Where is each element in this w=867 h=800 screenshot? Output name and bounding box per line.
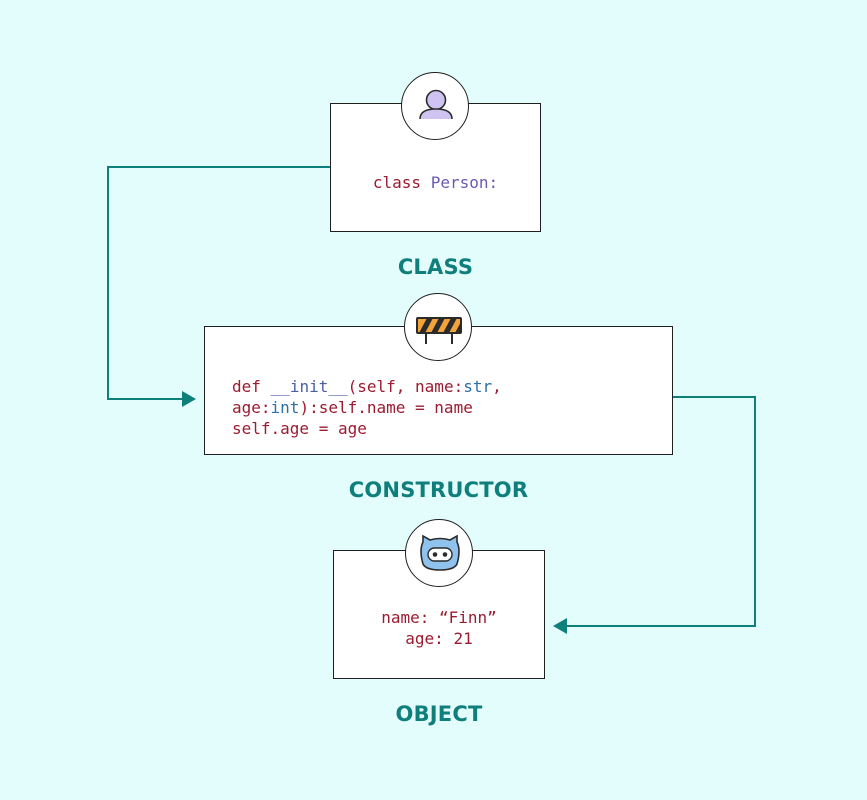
object-name-line: name: “Finn” — [381, 608, 497, 627]
constructor-code: def __init__(self, name:str, age:int):se… — [232, 376, 502, 439]
class-label: CLASS — [397, 255, 474, 279]
class-badge — [401, 72, 469, 140]
class-name: Person: — [430, 173, 499, 192]
class-to-constructor-arrow — [107, 166, 330, 407]
constructor-label: CONSTRUCTOR — [348, 478, 529, 502]
class-code: class Person: — [331, 172, 540, 193]
object-age-line: age: 21 — [405, 629, 473, 648]
constructor-badge — [404, 293, 472, 361]
object-label: OBJECT — [395, 702, 483, 726]
object-badge — [405, 519, 473, 587]
object-code: name: “Finn” age: 21 — [334, 607, 544, 649]
constructor-line-2: age:int):self.name = name — [232, 398, 473, 417]
robot-face-icon — [420, 534, 460, 571]
constructor-line-1: def __init__(self, name:str, — [232, 377, 502, 396]
constructor-line-3: self.age = age — [232, 419, 367, 438]
person-icon — [419, 89, 453, 120]
class-keyword: class — [372, 173, 422, 192]
road-barrier-icon — [416, 317, 462, 344]
constructor-to-object-arrow — [553, 396, 756, 634]
